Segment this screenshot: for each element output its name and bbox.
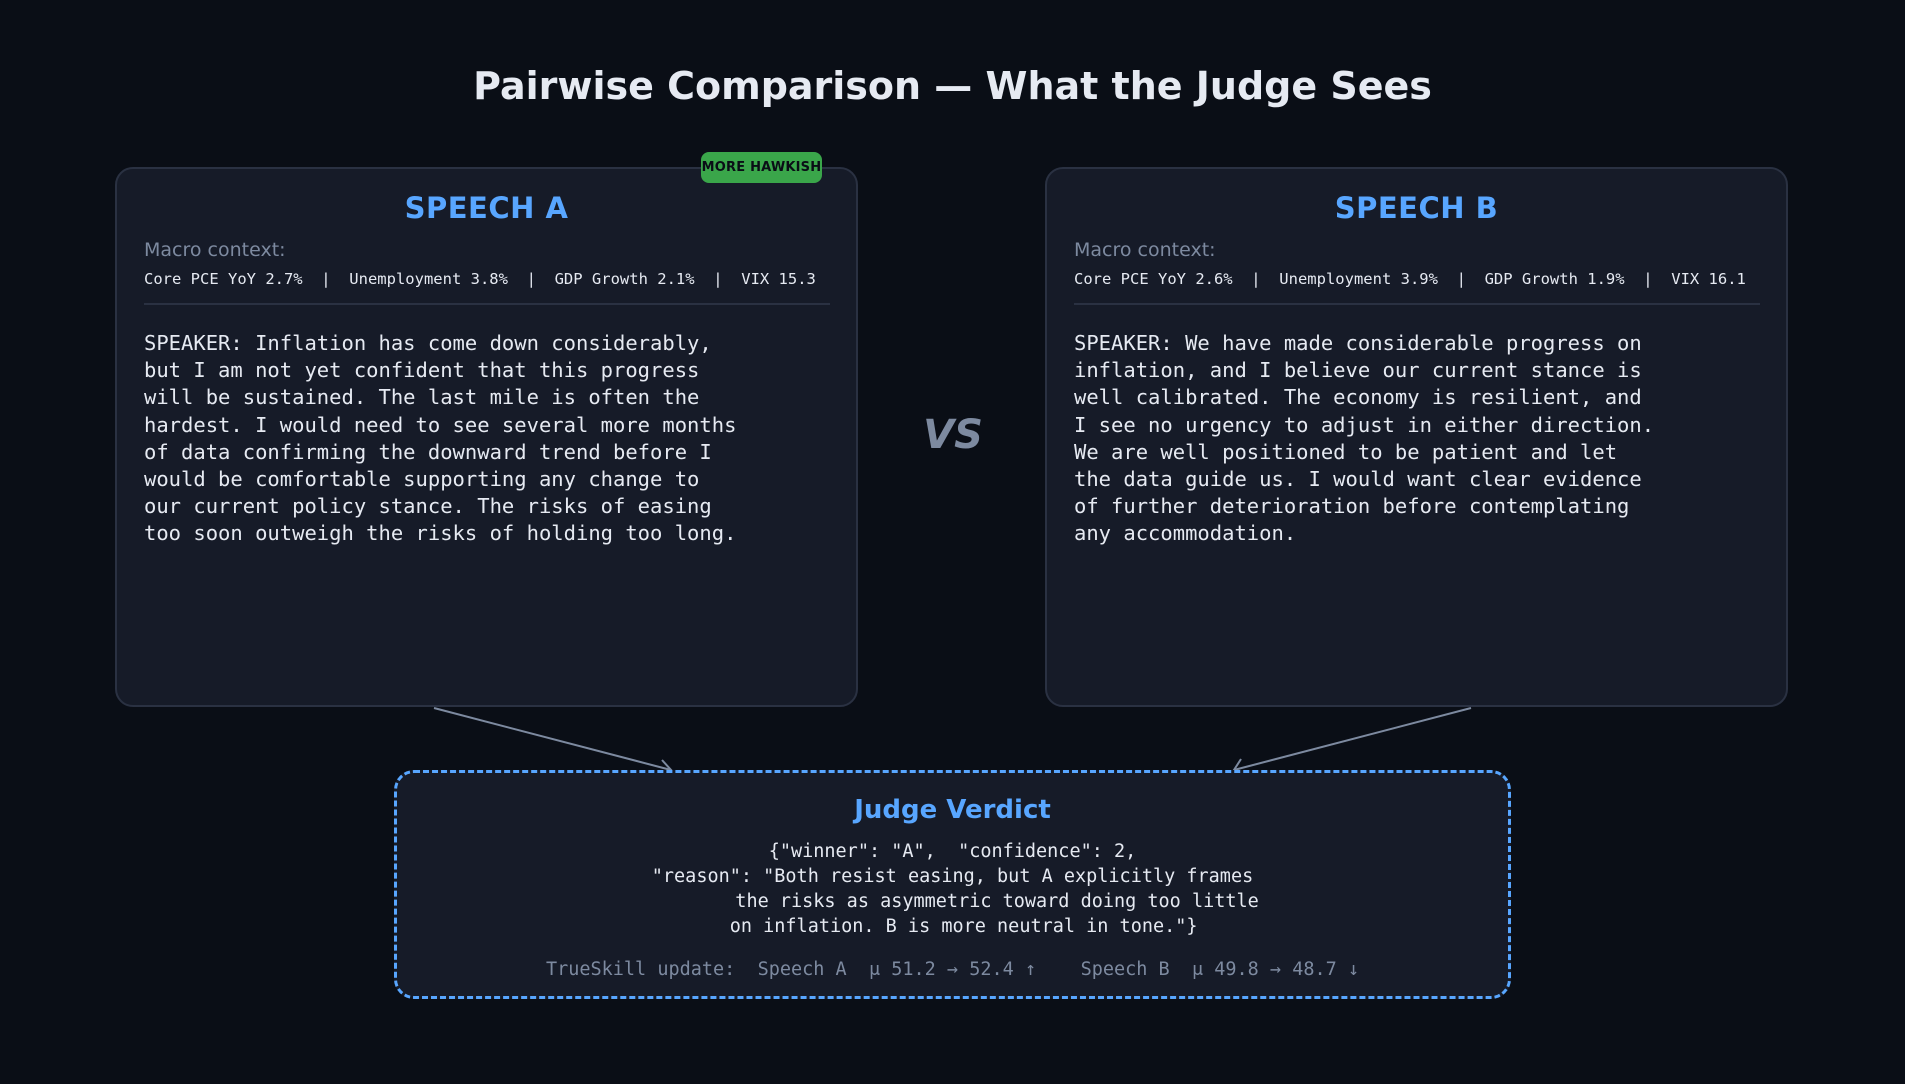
speech-a-text: SPEAKER: Inflation has come down conside…: [144, 331, 737, 546]
speech-a-macro-label: Macro context:: [144, 239, 286, 261]
speech-b-title: SPEECH B: [1334, 191, 1499, 225]
speech-a-divider: [144, 303, 830, 305]
speech-b-macro-values: Core PCE YoY 2.6% | Unemployment 3.9% | …: [1074, 270, 1746, 288]
arrow-b-to-verdict-icon: [1232, 707, 1472, 778]
page-title: Pairwise Comparison — What the Judge See…: [473, 64, 1432, 108]
speech-a-macro-values: Core PCE YoY 2.7% | Unemployment 3.8% | …: [144, 270, 816, 288]
speech-b-card: SPEECH B Macro context: Core PCE YoY 2.6…: [1045, 167, 1788, 707]
verdict-title: Judge Verdict: [854, 795, 1051, 825]
verdict-json: {"winner": "A", "confidence": 2, "reason…: [397, 839, 1508, 939]
speech-a-card: SPEECH A Macro context: Core PCE YoY 2.7…: [115, 167, 858, 707]
speech-a-title: SPEECH A: [404, 191, 569, 225]
verdict-json-line: {"winner": "A", "confidence": 2,: [768, 841, 1137, 862]
speech-b-macro-label: Macro context:: [1074, 239, 1216, 261]
judge-verdict-box: Judge Verdict {"winner": "A", "confidenc…: [394, 770, 1511, 999]
trueskill-update: TrueSkill update: Speech A μ 51.2 → 52.4…: [545, 959, 1360, 980]
speech-b-divider: [1074, 303, 1760, 305]
speech-b-text: SPEAKER: We have made considerable progr…: [1074, 331, 1655, 546]
verdict-json-line: the risks as asymmetric toward doing too…: [646, 891, 1259, 912]
verdict-json-line: "reason": "Both resist easing, but A exp…: [651, 866, 1254, 887]
verdict-json-line: on inflation. B is more neutral in tone.…: [707, 916, 1198, 937]
arrow-a-to-verdict-icon: [433, 707, 673, 777]
more-hawkish-badge: MORE HAWKISH: [701, 152, 822, 183]
vs-label: VS: [923, 412, 983, 458]
